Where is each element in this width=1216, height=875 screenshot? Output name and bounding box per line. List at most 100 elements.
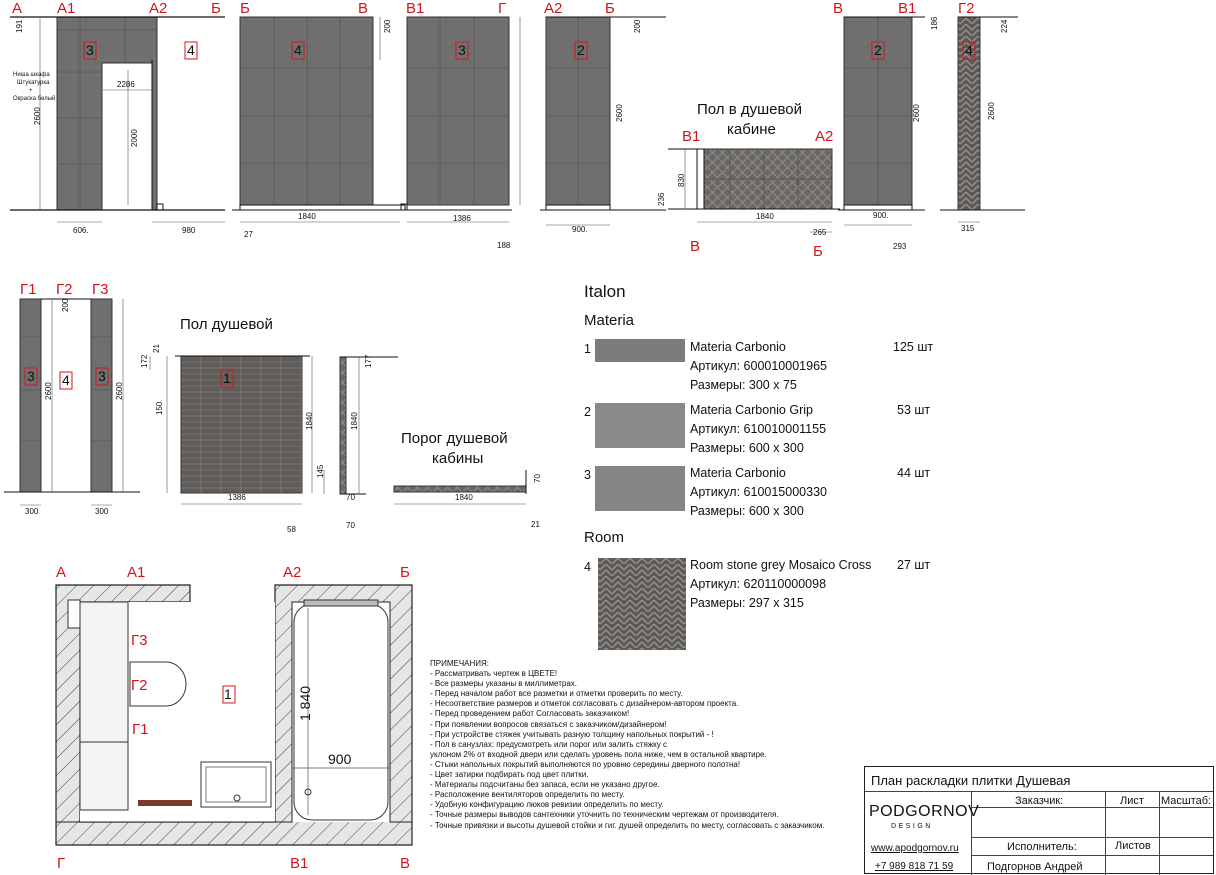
- dimension-label: 293: [893, 242, 907, 251]
- dimension-label: 300: [25, 507, 39, 516]
- dimension-label: 21: [152, 344, 161, 353]
- note-line: - Стыки напольных покрытий выполняются п…: [430, 759, 741, 769]
- dimension-label: 2600: [115, 382, 124, 400]
- dimension-label: 1840: [350, 412, 359, 430]
- axis-label: А2: [283, 564, 302, 581]
- axis-label: Г2: [958, 0, 975, 17]
- shower-floor-title: Пол в душевой: [697, 101, 802, 118]
- legend-qty: 44 шт: [897, 466, 931, 480]
- axis-label: А: [56, 564, 67, 581]
- tile-tag-box: [455, 41, 469, 60]
- note-line: - Несоответствие размеров и отметок согл…: [430, 699, 739, 709]
- dimension-label: 2000: [130, 129, 139, 147]
- wall-label: Г2: [131, 677, 148, 694]
- wall-label: Г3: [131, 632, 148, 649]
- elevation-g2: [940, 16, 1025, 223]
- dimension-label: 1386: [228, 493, 246, 502]
- axis-label: А1: [57, 0, 76, 17]
- tile-tag-box: [59, 371, 73, 390]
- axis-label: А2: [544, 0, 563, 17]
- note-line: - Расположение вентиляторов определить п…: [430, 790, 625, 800]
- axis-label: Б: [211, 0, 221, 17]
- dimension-label: 315: [961, 224, 975, 233]
- dimension-label: 200: [61, 298, 70, 312]
- legend-qty: 27 шт: [897, 558, 931, 572]
- shower-floor-title: кабине: [727, 121, 776, 138]
- wall-label: Г1: [132, 721, 149, 738]
- dimension-label: 58: [287, 525, 296, 534]
- tile-tag: 2: [577, 42, 585, 58]
- phone-link[interactable]: +7 989 818 71 59: [875, 861, 954, 872]
- swatch-materia-carbonio-300x75: [595, 339, 685, 362]
- legend-num: 3: [584, 468, 591, 482]
- dimension-label: 186: [930, 16, 939, 30]
- tile-tag: 4: [965, 42, 973, 58]
- axis-label: А2: [815, 128, 834, 145]
- sheets-label: Листов: [1115, 840, 1151, 852]
- axis-label: В: [690, 238, 701, 255]
- legend-brand: Italon: [584, 282, 626, 301]
- dimension-label: 2600: [987, 102, 996, 120]
- legend-qty: 53 шт: [897, 403, 931, 417]
- note-line: - Цвет затирки подбирать под цвет плитки…: [430, 770, 589, 780]
- axis-label: Г: [57, 855, 66, 872]
- niche-note: Штукатурка: [17, 80, 50, 86]
- notes-title: ПРИМЕЧАНИЯ:: [430, 659, 490, 668]
- elevation-b-v: [232, 16, 410, 223]
- dimension-label: 2600: [615, 104, 624, 122]
- tile-tag-box: [220, 369, 234, 388]
- axis-label: В1: [898, 0, 917, 17]
- tile-tag-box: [962, 41, 976, 60]
- dimension-label: 2286: [117, 80, 135, 89]
- dimension-label: 1840: [305, 412, 314, 430]
- site-link[interactable]: www.apodgornov.ru: [871, 843, 959, 854]
- dimension-label: 236: [657, 192, 666, 206]
- elevation-g1-g3: [4, 298, 140, 506]
- dimension-label: 265: [813, 228, 827, 237]
- swatch-room-stone-mosaico: [598, 558, 686, 650]
- axis-label: А1: [127, 564, 146, 581]
- executor-label: Исполнитель:: [1007, 841, 1077, 853]
- logo-main: PODGORNOV: [869, 803, 980, 820]
- elevation-v1-g: [400, 16, 521, 223]
- legend-group-room: Room: [584, 529, 625, 546]
- axis-label: А2: [149, 0, 168, 17]
- dimension-label: 191: [15, 19, 24, 33]
- axis-label: А: [12, 0, 23, 17]
- threshold-title: кабины: [432, 450, 484, 467]
- legend-group-materia: Materia: [584, 312, 635, 329]
- note-line: - Все размеры указаны в миллиметрах.: [430, 679, 577, 689]
- executor-name: Подгорнов Андрей: [987, 861, 1083, 873]
- legend-qty: 125 шт: [893, 340, 934, 354]
- note-line: - Перед проведением работ Согласовать за…: [430, 709, 630, 719]
- legend-num: 4: [584, 560, 591, 574]
- dimension-label: 1386: [453, 214, 471, 223]
- bathroom-plan: [55, 584, 413, 846]
- drawing-title: План раскладки плитки Душевая: [871, 773, 1071, 788]
- axis-label: Б: [605, 0, 615, 17]
- floor-title: Пол душевой: [180, 316, 273, 333]
- shower-floor-elevation: [668, 148, 840, 233]
- tile-tag: 4: [62, 372, 70, 388]
- tile-tag: 4: [187, 42, 195, 58]
- dimension-label: 1840: [756, 212, 774, 221]
- dimension-label: 900.: [572, 225, 588, 234]
- notes-block: ПРИМЕЧАНИЯ: - Рассматривать чертеж в ЦВЕ…: [430, 659, 860, 831]
- dimension-label: 830: [677, 173, 686, 187]
- sheet-label: Лист: [1120, 795, 1144, 807]
- dimension-label: 70: [346, 521, 355, 530]
- title-block: План раскладки плитки Душевая Заказчик: …: [864, 766, 1214, 875]
- dimension-label: 177: [364, 354, 373, 368]
- axis-label: В: [358, 0, 369, 17]
- axis-label: Г: [498, 0, 507, 17]
- dimension-label: 21: [531, 520, 540, 529]
- tile-tag: 4: [294, 42, 302, 58]
- swatch-materia-carbonio-grip: [595, 403, 685, 448]
- note-line: - Рассматривать чертеж в ЦВЕТЕ!: [430, 669, 558, 679]
- tile-tag: 1: [223, 370, 231, 386]
- dimension-label: 900.: [873, 211, 889, 220]
